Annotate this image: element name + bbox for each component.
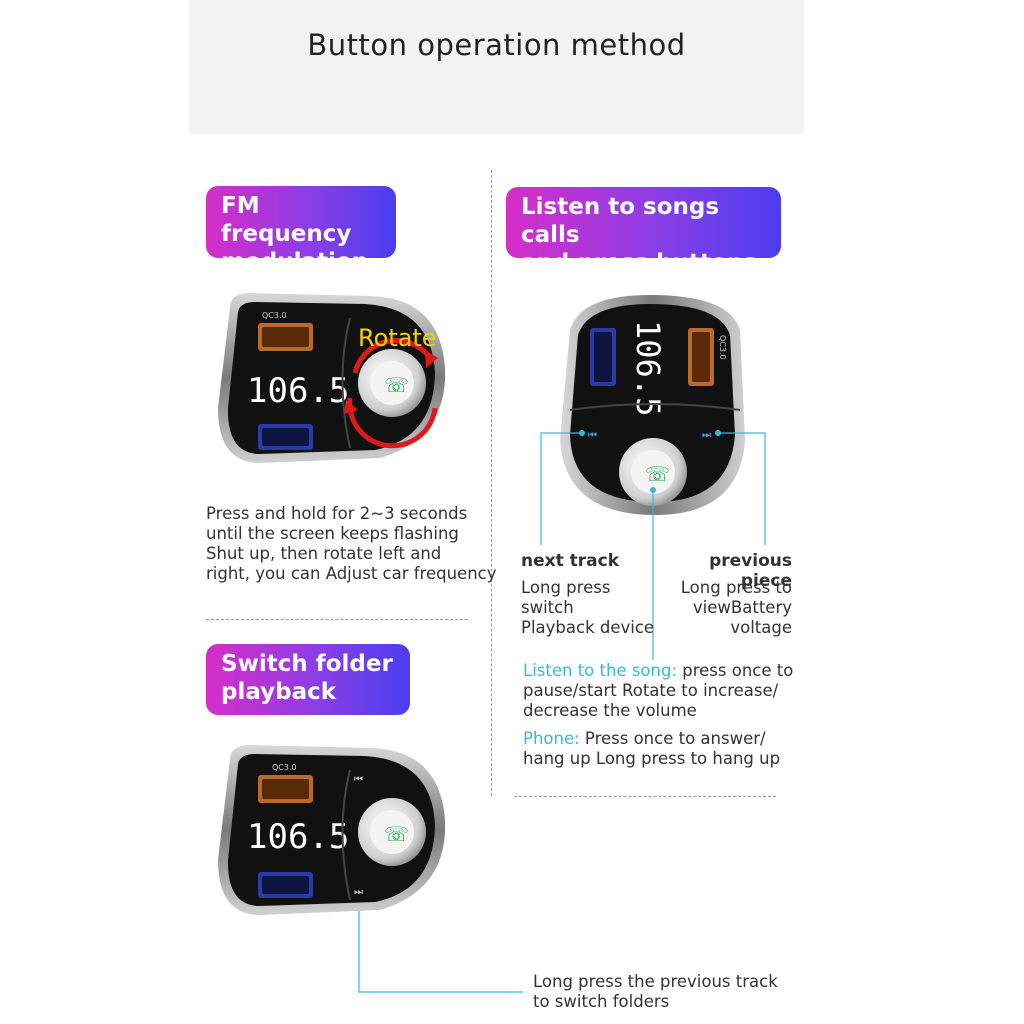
phone-desc-line: Press once to answer/ — [579, 729, 766, 748]
left-divider — [206, 619, 468, 620]
phone-desc-line: hang up Long press to hang up — [523, 749, 781, 768]
prev-desc-line: voltage — [730, 618, 792, 637]
rotate-label: Rotate — [358, 324, 437, 352]
fm-pill-line-2: modulation — [221, 249, 369, 275]
fm-desc-line: until the screen keeps flashing — [206, 524, 459, 543]
folder-pill-line-2: playback — [221, 679, 337, 705]
folder-pill: Switch folder playback — [206, 644, 410, 715]
vertical-divider — [491, 170, 492, 796]
previous-piece-title: previous piece — [709, 551, 792, 591]
fm-description: Press and hold for 2~3 seconds until the… — [206, 504, 497, 584]
song-desc-line: press once to — [677, 661, 794, 680]
fm-desc-line: right, you can Adjust car frequency — [206, 564, 497, 583]
phone-label: Phone: — [523, 729, 580, 748]
fm-device-illustration: QC3.0 106.5 ☏ Rotate — [218, 293, 446, 463]
prev-track-icon: ⏮ — [354, 774, 363, 785]
header-band — [189, 0, 804, 134]
qc-label: QC3.0 — [718, 335, 727, 360]
listen-pill-line-2: and press buttons — [521, 250, 757, 276]
listen-device-illustration: QC3.0 106.5 ⏮ ⏭ ☏ — [560, 295, 745, 515]
page-title: Button operation method — [307, 28, 686, 62]
next-desc-line: switch — [521, 598, 574, 617]
previous-piece-desc: Long press to viewBattery voltage — [660, 578, 792, 638]
phone-icon: ☏ — [384, 373, 409, 397]
next-desc-line: Long press — [521, 578, 611, 597]
phone-icon: ☏ — [645, 462, 670, 486]
rotate-arrow-bottom — [347, 397, 438, 449]
fm-display: 106.5 — [247, 371, 349, 411]
prev-desc-line: Long press to — [680, 578, 792, 597]
song-desc-line: decrease the volume — [523, 701, 697, 720]
fm-pill: FM frequency modulation — [206, 186, 396, 275]
prev-desc-line: viewBattery — [692, 598, 792, 617]
listen-pill: Listen to songs calls and press buttons — [506, 187, 781, 276]
song-desc-line: pause/start Rotate to increase/ — [523, 681, 779, 700]
folder-description: Long press the previous track to switch … — [533, 972, 778, 1012]
next-track-icon: ⏭ — [354, 887, 363, 898]
listen-pill-line-1: Listen to songs calls — [521, 194, 720, 248]
folder-device-illustration: QC3.0 106.5 ⏮ ⏭ ☏ — [218, 745, 446, 915]
folder-desc-line: to switch folders — [533, 992, 670, 1011]
right-divider — [514, 796, 776, 797]
phone-icon: ☏ — [384, 822, 409, 846]
next-track-desc: Long press switch Playback device — [521, 578, 654, 638]
next-desc-line: Playback device — [521, 618, 655, 637]
next-track-title: next track — [521, 551, 620, 571]
fm-desc-line: Press and hold for 2~3 seconds — [206, 504, 468, 523]
folder-display: 106.5 — [247, 817, 349, 857]
rotate-arrow-top — [352, 338, 433, 374]
phone-instructions: Phone: Press once to answer/ hang up Lon… — [523, 729, 780, 769]
listen-display: 106.5 — [629, 320, 667, 416]
qc-label: QC3.0 — [272, 763, 297, 772]
fm-pill-line-1: FM frequency — [221, 193, 352, 247]
folder-pill-line-1: Switch folder — [221, 651, 393, 677]
qc-label: QC3.0 — [262, 311, 287, 320]
prev-track-icon: ⏮ — [588, 430, 597, 441]
next-track-icon: ⏭ — [702, 430, 711, 441]
song-label: Listen to the song: — [523, 661, 678, 680]
folder-desc-line: Long press the previous track — [533, 972, 778, 991]
fm-desc-line: Shut up, then rotate left and — [206, 544, 442, 563]
song-instructions: Listen to the song: press once to pause/… — [523, 661, 793, 721]
